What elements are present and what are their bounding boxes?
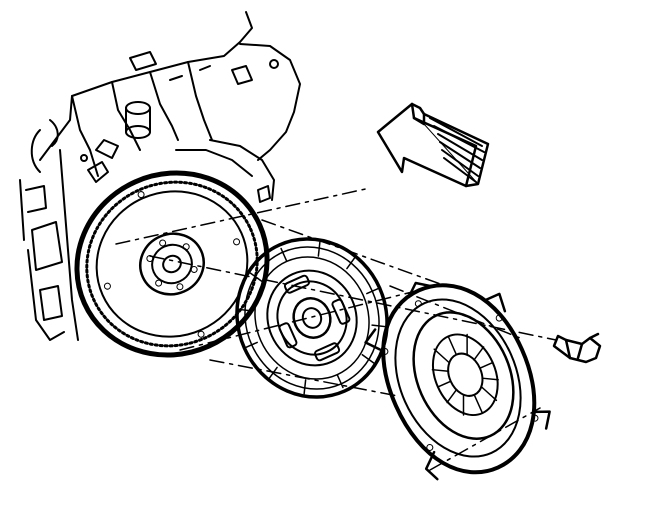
flywheel [74, 170, 270, 358]
bolt [552, 332, 602, 364]
direction-arrow [376, 102, 490, 188]
assembly-centerlines [115, 187, 557, 471]
clutch-disc [235, 237, 389, 399]
engine-block [19, 11, 301, 341]
pressure-plate [364, 281, 551, 481]
